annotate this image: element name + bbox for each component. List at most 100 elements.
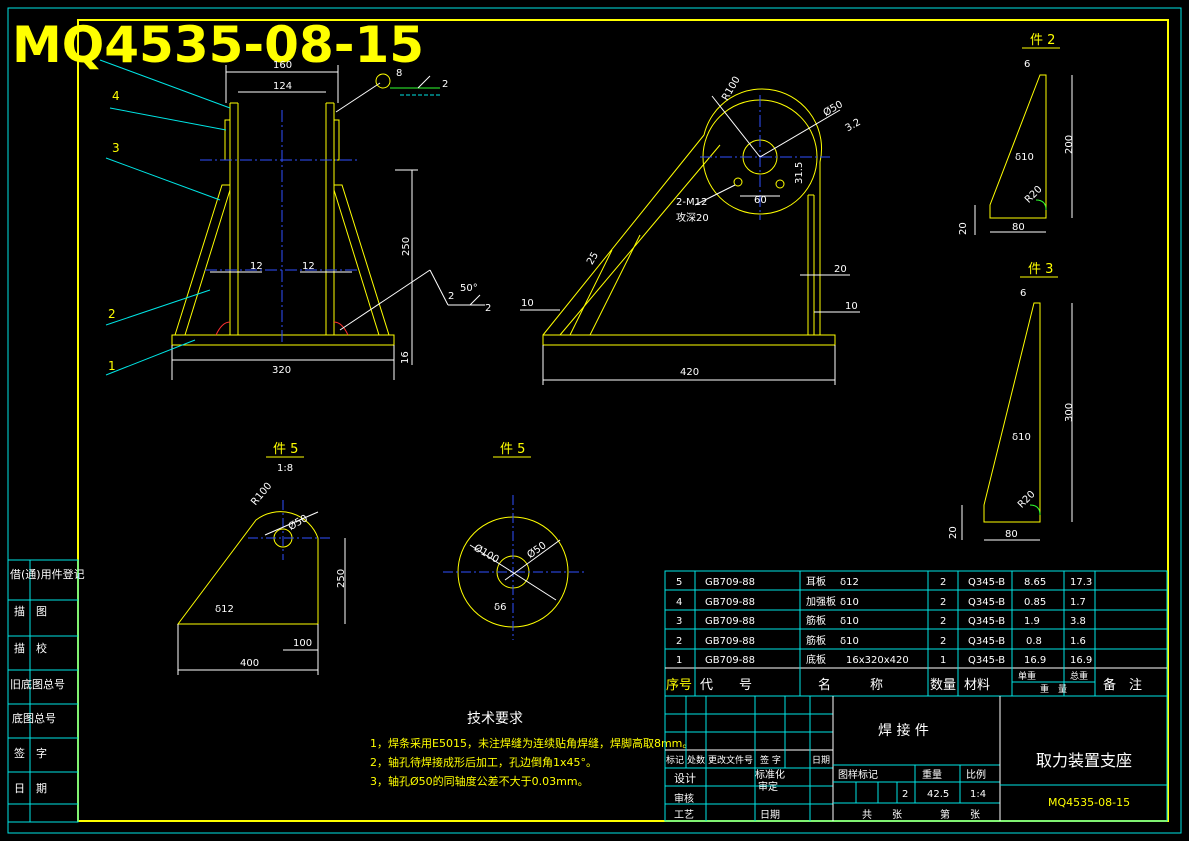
bom-total: 3.8	[1070, 616, 1086, 627]
bom-header-unit: 单重	[1018, 670, 1036, 682]
part2-bottom: 80	[1012, 222, 1025, 233]
sheets-total: 共 张	[862, 809, 902, 821]
inner-frame	[77, 19, 1169, 822]
bom-name: 筋板	[806, 614, 826, 627]
dim-top-inner: 124	[273, 81, 292, 92]
drawing-number: MQ4535-08-15	[1048, 796, 1130, 809]
bom-qty: 2	[940, 616, 946, 627]
part5a-radius: R100	[249, 481, 274, 508]
balloon-3: 3	[112, 141, 120, 155]
bom-qty: 1	[940, 655, 946, 666]
side-dim-rib: 25	[585, 250, 601, 267]
rev-header-mark: 标记	[666, 754, 684, 766]
tech-title: 技术要求	[467, 711, 523, 727]
side-panel-title: 借(通)用件登记	[10, 567, 85, 581]
stage-header-scale: 比例	[966, 768, 986, 781]
part-5-ring-view: 件 5 Ø100 Ø50 δ6	[443, 442, 585, 640]
weld-top-count: 2	[442, 79, 448, 90]
side-row-2: 描 校	[14, 641, 47, 655]
bom-header-weight: 重 量	[1040, 683, 1067, 695]
side-dim-left-thk: 10	[521, 298, 534, 309]
side-dim-bore: Ø50	[821, 98, 845, 119]
side-dim-right-plate: 20	[834, 264, 847, 275]
bom-header-qty: 数量	[930, 678, 956, 693]
side-dim-offset: 31.5	[794, 162, 805, 184]
weight-value: 42.5	[927, 789, 949, 800]
side-dim-thread-depth: 攻深20	[676, 211, 709, 224]
part3-left: 20	[948, 526, 959, 539]
rev-header-sign: 签 字	[760, 754, 781, 766]
part2-height: 200	[1064, 135, 1075, 154]
bom-qty: 2	[940, 577, 946, 588]
bom-header-code: 代 号	[700, 678, 752, 693]
balloon-4: 4	[112, 89, 120, 103]
bom-mat: Q345-B	[968, 636, 1005, 647]
stage-header-weight: 重量	[922, 768, 942, 781]
bom-name: 加强板	[806, 595, 836, 608]
bom-spec: 16x320x420	[846, 655, 909, 666]
tech-item-3: 3，轴孔Ø50的同轴度公差不大于0.03mm。	[370, 774, 589, 788]
side-view: 420 60 31.5 R100 Ø50 3.2 2-M12 攻深20 25 1…	[520, 75, 863, 385]
stage-number: 2	[902, 789, 908, 800]
bom-header-no: 序号	[666, 678, 692, 693]
bom-unit: 0.85	[1024, 597, 1046, 608]
bom-spec: δ12	[840, 577, 859, 588]
bom-total: 16.9	[1070, 655, 1092, 666]
role-standard: 标准化	[755, 768, 785, 781]
bom-no: 5	[676, 577, 682, 588]
part2-top: 6	[1024, 59, 1030, 70]
bom-no: 3	[676, 616, 682, 627]
bom-code: GB709-88	[705, 636, 755, 647]
bom-code: GB709-88	[705, 655, 755, 666]
part5a-height: 250	[336, 569, 347, 588]
weld-bottom-count: 2	[485, 303, 491, 314]
weld-top-size: 8	[396, 68, 402, 79]
bom-header-name: 名 称	[818, 677, 883, 693]
bom-name: 底板	[806, 653, 826, 666]
part5b-title: 件 5	[500, 442, 525, 457]
bom-header-note: 备 注	[1103, 677, 1142, 693]
part2-radius: R20	[1023, 184, 1045, 206]
outer-border	[7, 7, 1182, 834]
dim-base-thk: 16	[400, 351, 411, 364]
dim-height: 250	[401, 237, 412, 256]
part5a-right: 100	[293, 638, 312, 649]
tech-item-1: 1，焊条采用E5015，未注焊缝为连续贴角焊缝，焊脚高取8mm。	[370, 736, 693, 750]
part3-radius: R20	[1016, 489, 1038, 511]
weld-bottom-angle: 50°	[460, 283, 478, 294]
bom-no: 1	[676, 655, 682, 666]
tech-item-2: 2，轴孔待焊接成形后加工，孔边倒角1x45°。	[370, 755, 597, 769]
role-process: 工艺	[674, 809, 694, 821]
bom-mat: Q345-B	[968, 597, 1005, 608]
title-block: 标记 处数 更改文件号 签 字 日期 设计 标准化 审定 审核 工艺 日期 焊 …	[664, 695, 1168, 822]
rev-header-doc: 更改文件号	[708, 754, 753, 766]
side-dim-threads: 2-M12	[676, 197, 707, 208]
side-dim-length: 420	[680, 367, 699, 378]
bom-code: GB709-88	[705, 577, 755, 588]
bom-name: 耳板	[806, 575, 826, 588]
balloon-2: 2	[108, 307, 116, 321]
weld-bottom-size: 2	[448, 291, 454, 302]
bom-no: 2	[676, 636, 682, 647]
bom-spec: δ10	[840, 636, 859, 647]
technical-requirements: 技术要求 1，焊条采用E5015，未注焊缝为连续贴角焊缝，焊脚高取8mm。 2，…	[370, 711, 693, 788]
bill-of-materials: 5 GB709-88 耳板 δ12 2 Q345-B 8.65 17.3 4 G…	[664, 570, 1168, 697]
scale-value: 1:4	[970, 789, 986, 800]
side-row-5: 签 字	[14, 746, 47, 760]
part5b-thk: δ6	[494, 602, 506, 613]
bom-qty: 2	[940, 597, 946, 608]
bom-header-mat: 材料	[964, 678, 990, 693]
part5b-inner: Ø50	[525, 539, 549, 561]
part-name: 取力装置支座	[1036, 751, 1132, 770]
part5a-title: 件 5	[273, 442, 298, 457]
bom-total: 1.6	[1070, 636, 1086, 647]
bom-unit: 1.9	[1024, 616, 1040, 627]
side-row-3: 旧底图总号	[10, 677, 65, 691]
part5b-outer: Ø100	[472, 542, 501, 566]
part-3-view: 件 3 300 80 6 δ10 R20 20	[948, 262, 1075, 541]
bom-qty: 2	[940, 636, 946, 647]
part2-title: 件 2	[1030, 33, 1055, 48]
bom-mat: Q345-B	[968, 577, 1005, 588]
side-row-1: 描 图	[14, 604, 47, 618]
bom-name: 筋板	[806, 634, 826, 647]
